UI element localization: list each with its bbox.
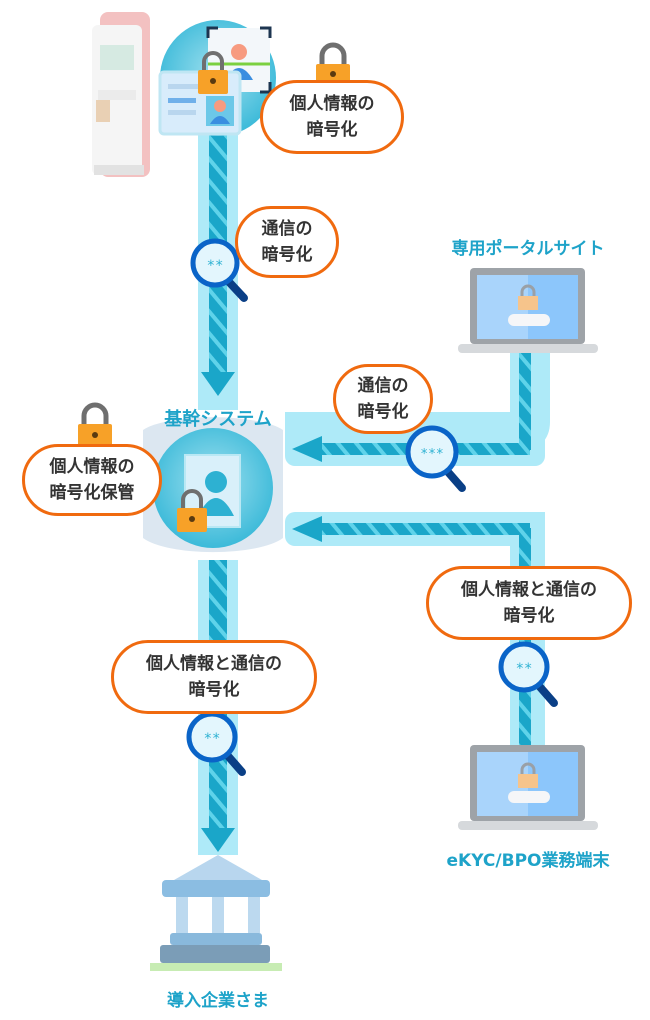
portal-site-label: 専用ポータルサイト	[451, 239, 605, 259]
lock-icon	[198, 51, 228, 94]
magnifier-icon: **	[190, 238, 248, 302]
bubble-text: 暗号化	[503, 606, 555, 626]
bubble-text: 個人情報と通信の	[461, 580, 597, 600]
bubble-text: 個人情報の	[49, 457, 135, 477]
arrow-left-icon	[292, 436, 322, 462]
bubble-client-encryption: 個人情報と通信の 暗号化	[111, 640, 317, 714]
bubble-text: 通信の	[261, 219, 313, 239]
atm-machine	[92, 12, 150, 177]
client-company-label: 導入企業さま	[167, 991, 269, 1011]
magnifier-icon: **	[498, 641, 558, 707]
bubble-communication-encryption: 通信の 暗号化	[235, 206, 339, 278]
ekyc-terminal-label: eKYC/BPO業務端末	[446, 851, 610, 871]
bank-building-icon	[150, 855, 282, 971]
bubble-text: 暗号化	[357, 402, 409, 422]
magnifier-icon: ***	[405, 425, 466, 492]
core-system-label: 基幹システム	[164, 409, 272, 430]
bubble-text: 暗号化	[261, 245, 313, 265]
ekyc-laptop-icon	[458, 745, 598, 830]
svg-text:**: **	[516, 661, 533, 677]
lock-icon	[177, 489, 207, 532]
bubble-portal-communication-encryption: 通信の 暗号化	[333, 364, 433, 434]
svg-text:***: ***	[420, 447, 443, 462]
svg-text:**: **	[207, 258, 224, 274]
magnifier-icon: **	[186, 711, 246, 776]
bubble-text: 通信の	[357, 376, 409, 396]
bubble-text: 暗号化	[188, 680, 240, 700]
svg-text:**: **	[204, 731, 221, 747]
terminal-top-icon	[158, 20, 276, 136]
bubble-text: 暗号化保管	[49, 483, 135, 503]
bubble-text: 個人情報と通信の	[146, 654, 282, 674]
bubble-text: 個人情報の	[289, 94, 375, 114]
bubble-personal-info-encryption: 個人情報の 暗号化	[260, 80, 404, 154]
arrow-down-icon	[201, 828, 235, 852]
arrow-left-icon	[292, 516, 322, 542]
bubble-ekyc-encryption: 個人情報と通信の 暗号化	[426, 566, 632, 640]
arrow-down-icon	[201, 372, 235, 396]
bubble-encrypted-storage: 個人情報の 暗号化保管	[22, 444, 162, 516]
lock-icon	[316, 42, 350, 84]
lock-icon	[78, 402, 112, 446]
bubble-text: 暗号化	[306, 120, 358, 140]
portal-laptop-icon	[458, 268, 598, 353]
core-system-icon	[143, 417, 283, 553]
